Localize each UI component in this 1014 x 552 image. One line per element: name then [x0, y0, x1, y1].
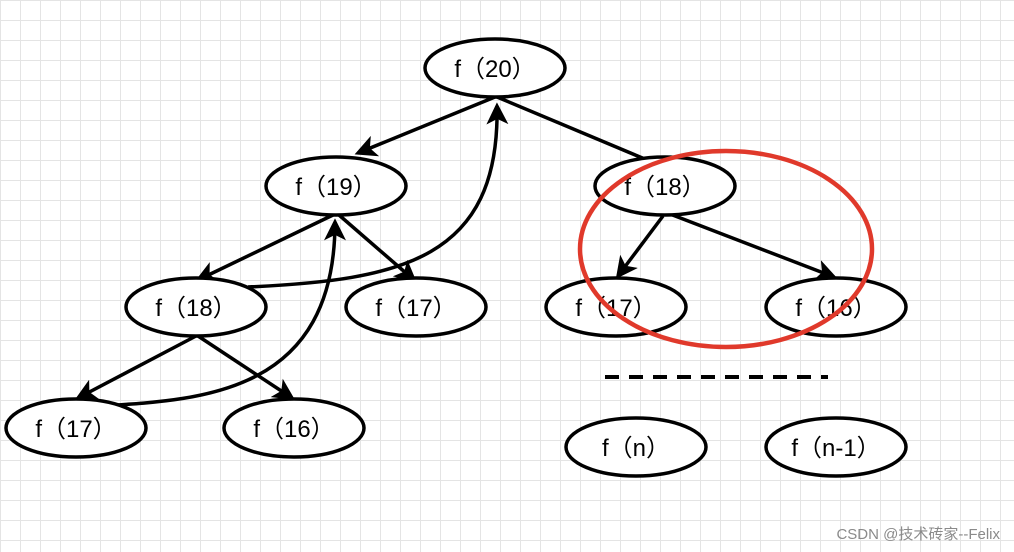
edge-f18-left-to-f17-bottom	[74, 334, 197, 400]
node-label: f（17）	[575, 295, 656, 322]
node-f17-right: f（17）	[544, 276, 688, 338]
node-label: f（16）	[795, 295, 876, 322]
node-f16-bottom: f（16）	[222, 397, 366, 459]
node-fn: f（n）	[564, 416, 708, 478]
node-label: f（n-1）	[791, 435, 880, 462]
node-label: f（18）	[624, 174, 705, 201]
edge-f19-to-f17-mid	[337, 213, 417, 283]
node-f17-mid: f（17）	[344, 276, 488, 338]
return-arrow-f18-to-f20	[247, 102, 509, 289]
node-label: f（16）	[253, 416, 334, 443]
node-label: f（20）	[454, 56, 535, 83]
node-f18-left: f（18）	[124, 276, 268, 338]
edge-f18-right-to-f16-right	[669, 212, 838, 281]
edge-f19-to-f18-left	[194, 213, 334, 282]
highlight-circle	[577, 148, 875, 350]
node-f20: f（20）	[423, 37, 567, 99]
node-label: f（18）	[155, 295, 236, 322]
edge-f18-right-to-f17-right	[615, 214, 665, 279]
node-fn-1: f（n-1）	[764, 416, 908, 478]
watermark: CSDN @技术砖家--Felix	[836, 526, 1000, 543]
node-f18-right: f（18）	[593, 155, 737, 217]
node-f19: f（19）	[264, 155, 408, 217]
node-f17-bottom: f（17）	[4, 397, 148, 459]
node-f16-right: f（16）	[764, 276, 908, 338]
node-label: f（n）	[602, 435, 670, 462]
node-label: f（19）	[295, 174, 376, 201]
return-arrow-f17-to-f19	[99, 218, 346, 408]
node-label: f（17）	[375, 295, 456, 322]
edge-f18-left-to-f16-bottom	[197, 334, 296, 401]
node-label: f（17）	[35, 416, 116, 443]
edge-f20-to-f18-right	[496, 95, 653, 164]
edge-f20-to-f19	[354, 95, 496, 157]
